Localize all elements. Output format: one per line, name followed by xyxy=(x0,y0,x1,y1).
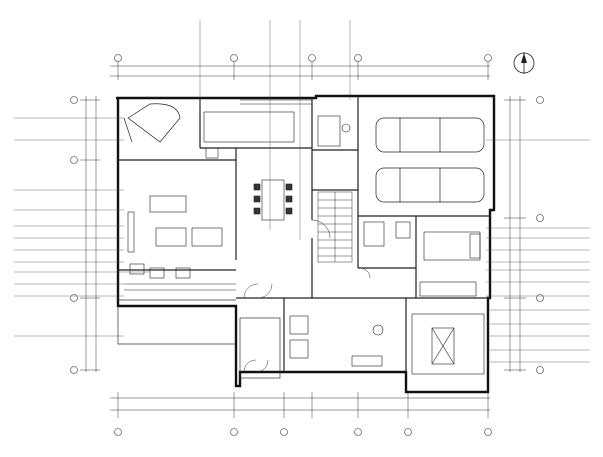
callout-leaders xyxy=(14,20,590,363)
right-dimension-lines xyxy=(504,96,526,372)
door-swings xyxy=(243,219,371,373)
bathroom-fixtures xyxy=(317,115,411,247)
living-furniture xyxy=(124,195,236,291)
terrace-outline xyxy=(117,299,281,379)
kitchen-counters xyxy=(203,99,312,159)
exterior-walls xyxy=(116,94,496,394)
bedroom-furniture xyxy=(419,231,481,297)
lounge-furniture xyxy=(289,313,485,375)
dining-table xyxy=(253,179,293,221)
left-dimension-lines xyxy=(80,96,100,372)
garage-cars xyxy=(375,117,485,203)
axis-bubbles xyxy=(70,54,544,436)
bottom-dimension-lines xyxy=(110,392,490,418)
interior-walls xyxy=(118,96,490,372)
north-arrow xyxy=(513,52,535,74)
piano xyxy=(123,103,181,143)
staircase xyxy=(317,191,353,263)
